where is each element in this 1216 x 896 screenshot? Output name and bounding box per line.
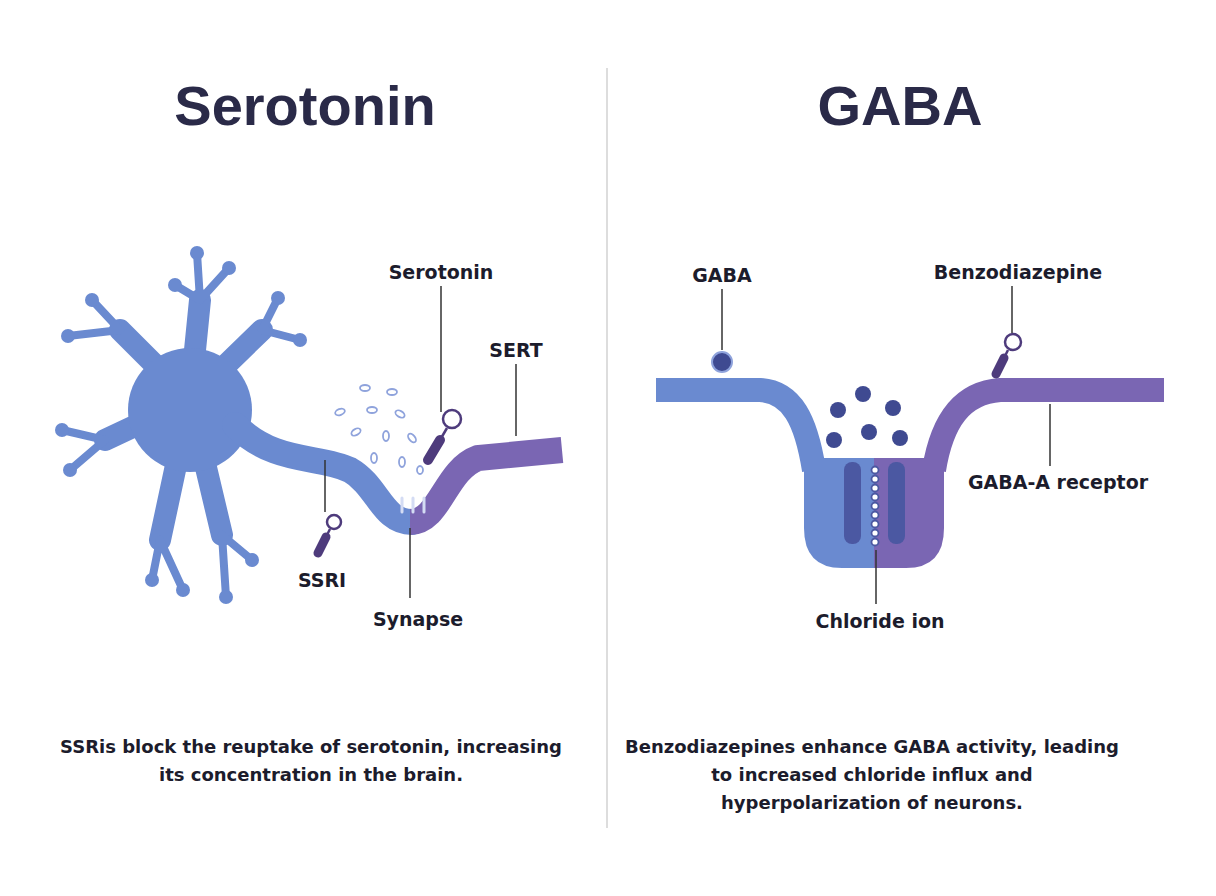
channel-wall: [888, 462, 905, 544]
part-label: Chloride ion: [815, 609, 944, 633]
vesicle: [383, 431, 389, 441]
vesicle: [350, 427, 362, 437]
panel-divider: [606, 68, 608, 828]
chloride-dot: [872, 485, 879, 492]
panel: GABA Benzodiazepines enhance GABA activit…: [609, 0, 1216, 896]
dendrite-tip: [271, 291, 285, 305]
gaba-dot: [830, 402, 846, 418]
channel-wall: [844, 462, 861, 544]
dendrite-tip: [219, 590, 233, 604]
benzodiazepine-molecule: [996, 358, 1004, 374]
gaba-dot: [826, 432, 842, 448]
dendrite-branch: [62, 253, 300, 597]
panel: SerotoninSSRis block the reuptake of ser…: [0, 0, 606, 896]
dendrite-tip: [176, 583, 190, 597]
gaba-dot: [892, 430, 908, 446]
molecule-stem: [440, 428, 447, 440]
leader-line: [875, 550, 877, 604]
leader-line: [1049, 404, 1051, 466]
panel-caption: SSRis block the reuptake of serotonin, i…: [51, 733, 571, 789]
channel-left: [804, 458, 874, 568]
chloride-dot: [872, 476, 879, 483]
gaba-molecule: [712, 352, 732, 372]
receptor-membrane: [934, 390, 1164, 470]
gaba-dot: [885, 400, 901, 416]
dendrite-tip: [168, 278, 182, 292]
receptor-tick: [412, 498, 415, 512]
vesicle: [371, 453, 377, 463]
leader-line: [409, 528, 411, 598]
presynaptic-membrane: [656, 390, 814, 470]
dendrite-tip: [55, 423, 69, 437]
panel-caption: Benzodiazepines enhance GABA activity, l…: [622, 733, 1122, 817]
serotonin-molecule: [428, 440, 440, 460]
leader-line: [721, 289, 723, 350]
vesicle: [399, 457, 405, 467]
vesicle: [387, 389, 397, 395]
chloride-dot: [872, 494, 879, 501]
molecule-head: [1005, 334, 1021, 350]
chloride-dot: [872, 521, 879, 528]
leader-line: [1011, 286, 1013, 333]
part-label: Serotonin: [389, 260, 494, 284]
panel-heading: GABA: [600, 74, 1200, 138]
gaba-dot: [861, 424, 877, 440]
vesicle: [417, 466, 423, 474]
molecule-stem: [326, 529, 330, 537]
molecule-head: [443, 410, 461, 428]
dendrite-tip: [145, 573, 159, 587]
molecule-head: [327, 515, 341, 529]
gaba-dot: [855, 386, 871, 402]
leader-line: [515, 364, 517, 436]
molecule-stem: [1004, 350, 1008, 358]
channel-right: [874, 458, 944, 568]
part-label: Synapse: [373, 607, 463, 631]
chloride-dot: [872, 530, 879, 537]
part-label: Benzodiazepine: [934, 260, 1102, 284]
part-label: SSRI: [298, 568, 346, 592]
vesicle: [367, 407, 377, 413]
dendrite-tip: [190, 246, 204, 260]
leader-line: [440, 286, 442, 412]
chloride-dot: [872, 539, 879, 546]
leader-lines: [325, 286, 516, 598]
dendrite-tips: [55, 246, 307, 604]
part-label: GABA: [692, 263, 752, 287]
chloride-dot: [872, 503, 879, 510]
receptor-ticks: [402, 498, 424, 512]
vesicle: [406, 432, 417, 444]
panel-heading: Serotonin: [5, 74, 605, 138]
gaba-molecules: [826, 386, 908, 448]
part-label: GABA-A receptor: [968, 470, 1148, 494]
dendrite-tip: [61, 329, 75, 343]
vesicles: [334, 385, 423, 474]
dendrite-tip: [245, 553, 259, 567]
leader-lines: [722, 286, 1050, 604]
dendrite-tip: [63, 463, 77, 477]
chloride-ions: [872, 467, 879, 546]
soma: [128, 348, 252, 472]
dendrite-tip: [85, 293, 99, 307]
ssri-molecule: [318, 537, 326, 553]
axon-terminal: [235, 425, 412, 522]
leader-line: [324, 460, 326, 512]
vesicle: [334, 407, 345, 416]
vesicle: [394, 409, 406, 419]
chloride-dot: [872, 512, 879, 519]
chloride-dot: [872, 467, 879, 474]
dendrite-tip: [222, 261, 236, 275]
dendrite-tip: [293, 333, 307, 347]
part-label: SERT: [489, 338, 542, 362]
vesicle: [360, 385, 370, 391]
receptor-tick: [401, 498, 404, 512]
receptor-tick: [423, 498, 426, 512]
